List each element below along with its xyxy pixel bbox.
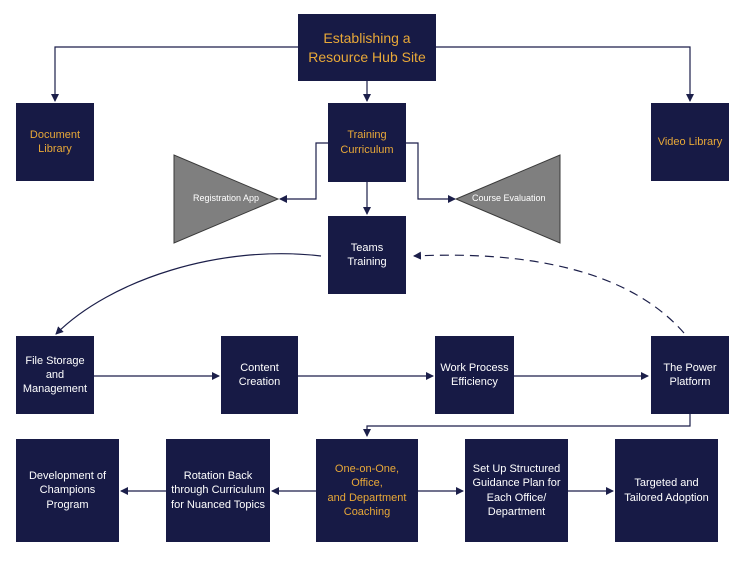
link-curriculum-to-evaluation [406, 142, 456, 203]
document-library-label: Document Library [29, 128, 81, 155]
registration-app-label: Registration App [193, 193, 260, 203]
course-evaluation-label: Course Evaluation [472, 193, 546, 203]
power-platform-node: The Power Platform [651, 336, 729, 414]
power-platform-label: The Power Platform [663, 361, 717, 388]
file-storage-label: File Storage and Management [22, 354, 88, 396]
targeted-adoption-node: Targeted and Tailored Adoption [615, 439, 718, 542]
hub-node: Establishing a Resource Hub Site [298, 14, 436, 81]
coaching-label: One-on-One, Office, and Department Coach… [327, 462, 407, 518]
teams-training-node: Teams Training [328, 216, 406, 294]
work-process-node: Work Process Efficiency [435, 336, 514, 414]
champions-node: Development of Champions Program [16, 439, 119, 542]
registration-app-triangle [173, 154, 280, 244]
link-teams-to-file-storage [55, 253, 322, 335]
champions-label: Development of Champions Program [28, 470, 107, 511]
link-power-to-coaching [363, 414, 691, 437]
training-curriculum-node: Training Curriculum [328, 103, 406, 182]
course-evaluation-triangle [454, 154, 561, 244]
teams-training-label: Teams Training [347, 241, 387, 268]
document-library-node: Document Library [16, 103, 94, 181]
link-hub-to-document-library [51, 46, 298, 102]
link-curriculum-to-registration [279, 142, 328, 203]
guidance-label: Set Up Structured Guidance Plan for Each… [472, 462, 561, 518]
video-library-label: Video Library [657, 135, 723, 148]
file-storage-node: File Storage and Management [16, 336, 94, 414]
guidance-node: Set Up Structured Guidance Plan for Each… [465, 439, 568, 542]
content-creation-node: Content Creation [221, 336, 298, 414]
targeted-adoption-label: Targeted and Tailored Adoption [624, 477, 709, 504]
link-hub-to-video-library [436, 46, 694, 102]
hub-label: Establishing a Resource Hub Site [308, 29, 426, 65]
link-power-platform-to-teams [413, 251, 685, 334]
rotation-node: Rotation Back through Curriculum for Nua… [166, 439, 270, 542]
rotation-label: Rotation Back through Curriculum for Nua… [171, 470, 265, 511]
work-process-label: Work Process Efficiency [440, 361, 509, 388]
content-creation-label: Content Creation [238, 361, 281, 388]
coaching-node: One-on-One, Office, and Department Coach… [316, 439, 418, 542]
video-library-node: Video Library [651, 103, 729, 181]
training-curriculum-label: Training Curriculum [340, 129, 394, 156]
